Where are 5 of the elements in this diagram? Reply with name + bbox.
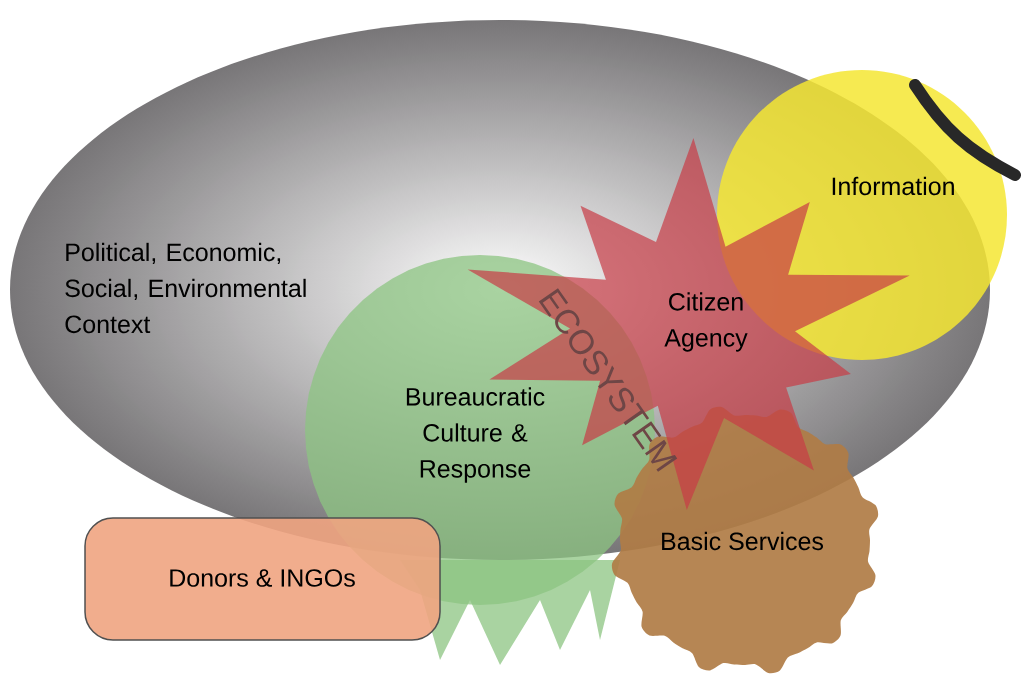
rounded-box (84, 517, 441, 641)
context-label: Political, Economic, Social, Environmental Context (65, 242, 306, 334)
node-label: Basic Services (662, 531, 823, 551)
node-label: Information (832, 176, 954, 196)
node-label: Donors & INGOs (170, 569, 355, 587)
